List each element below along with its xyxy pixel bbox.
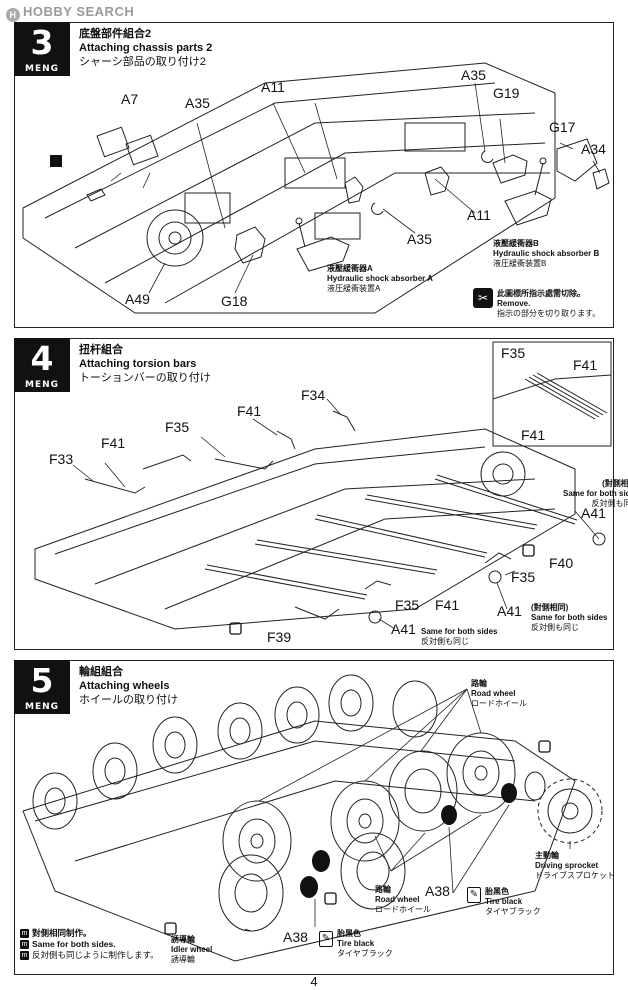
same-sides-note: (對側相同) Same for both sides 反対側も同じ [563,479,628,508]
part-label: A35 [461,67,486,83]
step-badge: 4 MENG [14,338,70,392]
part-label: A41 [391,621,416,637]
hobby-search-logo-icon: H [6,8,20,22]
page-number: 4 [310,974,318,989]
step-title: 扭杆組合 Attaching torsion bars トーションバーの取り付け [79,344,211,384]
part-label: F41 [237,403,262,419]
part-label: G19 [493,85,520,101]
part-label: A41 [497,603,522,619]
part-label: F35 [395,597,420,613]
part-label: G17 [549,119,576,135]
same-sides-icon: m [20,951,29,960]
road-wheel-note: 路輪 Road wheel ロードホイール [471,679,527,708]
inset-part-label: F41 [521,427,546,443]
step-title: 輪組組合 Attaching wheels ホイールの取り付け [79,666,178,706]
inset-part-label: F35 [501,345,526,361]
step-badge: 3 MENG [14,22,70,76]
same-sides-note: 對側相同制作。 Same for both sides. 反対側も同じように制作… [32,928,159,960]
part-label: A38 [283,929,308,945]
wheels-illustration [22,674,603,962]
paint-brush-icon: ✎ [319,931,333,947]
same-sides-note: Same for both sides 反対側も同じ [421,627,498,646]
part-label: F34 [301,387,326,403]
idler-wheel-note: 誘導輪 Idler wheel 誘導輪 [171,935,213,964]
step-title: 底盤部件組合2 Attaching chassis parts 2 シャーシ部品… [79,28,213,68]
torsion-bar-illustration [34,341,612,635]
same-sides-icon: m [20,929,29,938]
tire-black-note: 胎黑色 Tire black タイヤブラック [485,887,541,916]
shock-absorber-a-note: 液壓緩衝器A Hydraulic shock absorber A 液圧緩衝装置… [327,264,433,293]
part-label: F35 [511,569,536,585]
paint-brush-icon: ✎ [467,887,481,903]
part-label: A11 [467,207,491,223]
tire-black-note: 胎黑色 Tire black タイヤブラック [337,929,393,958]
part-label: A38 [425,883,450,899]
chassis-illustration [22,62,610,314]
part-label: A11 [261,79,285,95]
part-label: F35 [165,419,190,435]
driving-sprocket-note: 主動輪 Driving sprocket ドライブスプロケット [535,851,615,880]
part-label: F33 [49,451,74,467]
inset-part-label: F41 [573,357,598,373]
step-badge: 5 MENG [14,660,70,714]
step-4-panel: 4 MENG 扭杆組合 Attaching torsion bars トーション… [14,338,628,650]
part-label: A35 [185,95,210,111]
cut-marker-icon [50,155,62,167]
scissors-icon: ✂ [473,288,493,308]
same-sides-icon: m [20,940,29,949]
part-label: A7 [121,91,139,107]
part-label: A35 [407,231,432,247]
same-sides-note: (對側相同) Same for both sides 反対側も同じ [531,603,608,632]
shock-absorber-b-note: 液壓緩衝器B Hydraulic shock absorber B 液圧緩衝装置… [493,239,600,268]
part-label: F39 [267,629,292,645]
part-label: A49 [125,291,150,307]
inset-frame [492,341,612,447]
part-label: F41 [101,435,126,451]
part-label: G18 [221,293,248,309]
step-3-panel: 3 MENG 底盤部件組合2 Attaching chassis parts 2… [14,22,614,328]
part-label: A41 [581,505,606,521]
part-label: F40 [549,555,574,571]
road-wheel-note: 路輪 Road wheel ロードホイール [375,885,431,914]
step-5-panel: 5 MENG 輪組組合 Attaching wheels ホイールの取り付け [14,660,615,975]
part-label: A34 [581,141,606,157]
remove-note: 此圖標所指示處需切除。 Remove. 指示の部分を切り取ります。 [497,289,601,318]
part-label: F41 [435,597,460,613]
